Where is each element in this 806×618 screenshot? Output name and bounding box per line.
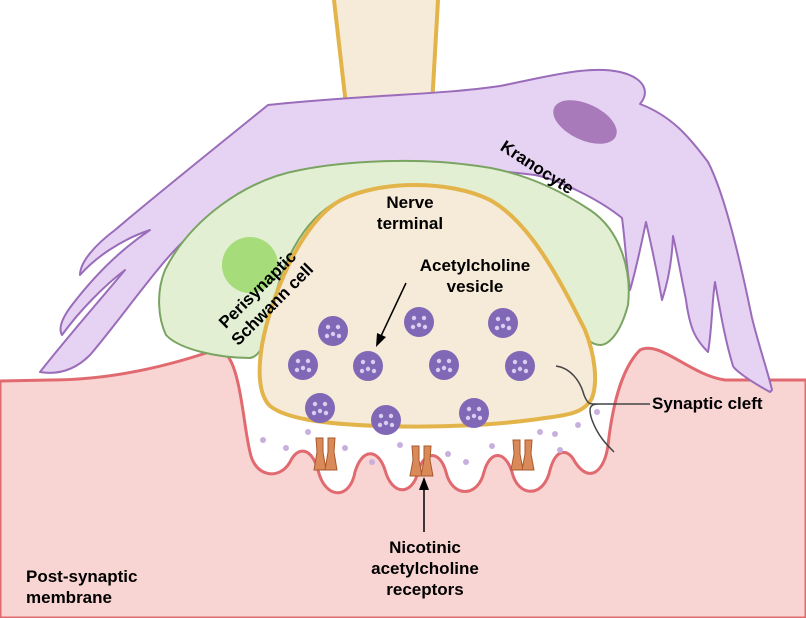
vesicle-icon — [404, 307, 434, 337]
vesicle-icon — [488, 308, 518, 338]
nicotinic-receptors-label: Nicotinic acetylcholine receptors — [355, 537, 495, 600]
nicotinic-receptors-label-line: acetylcholine — [355, 558, 495, 579]
nerve-terminal-label-line: terminal — [362, 213, 458, 234]
receptor-icon — [314, 438, 337, 470]
post-synaptic-membrane-label-line: Post-synaptic — [26, 566, 137, 587]
vesicle-icon — [288, 350, 318, 380]
nicotinic-receptors-label-line: Nicotinic — [355, 537, 495, 558]
nicotinic-receptors-label-line: receptors — [355, 579, 495, 600]
post-synaptic-membrane-label: Post-synaptic membrane — [26, 566, 137, 608]
vesicle-icon — [459, 398, 489, 428]
acetylcholine-vesicle-label: Acetylcholine vesicle — [400, 255, 550, 297]
post-synaptic-membrane-label-line: membrane — [26, 587, 137, 608]
acetylcholine-vesicle-label-line: vesicle — [400, 276, 550, 297]
vesicle-icon — [318, 316, 348, 346]
synaptic-cleft-label: Synaptic cleft — [652, 393, 763, 414]
nerve-terminal-label-line: Nerve — [362, 192, 458, 213]
vesicle-icon — [305, 393, 335, 423]
acetylcholine-vesicle-label-line: Acetylcholine — [400, 255, 550, 276]
vesicle-icon — [429, 350, 459, 380]
vesicle-icon — [371, 405, 401, 435]
axon-shape — [334, 0, 438, 105]
vesicle-icon — [505, 351, 535, 381]
nerve-terminal-label: Nerve terminal — [362, 192, 458, 234]
vesicle-icon — [353, 351, 383, 381]
receptor-icon — [511, 440, 534, 470]
